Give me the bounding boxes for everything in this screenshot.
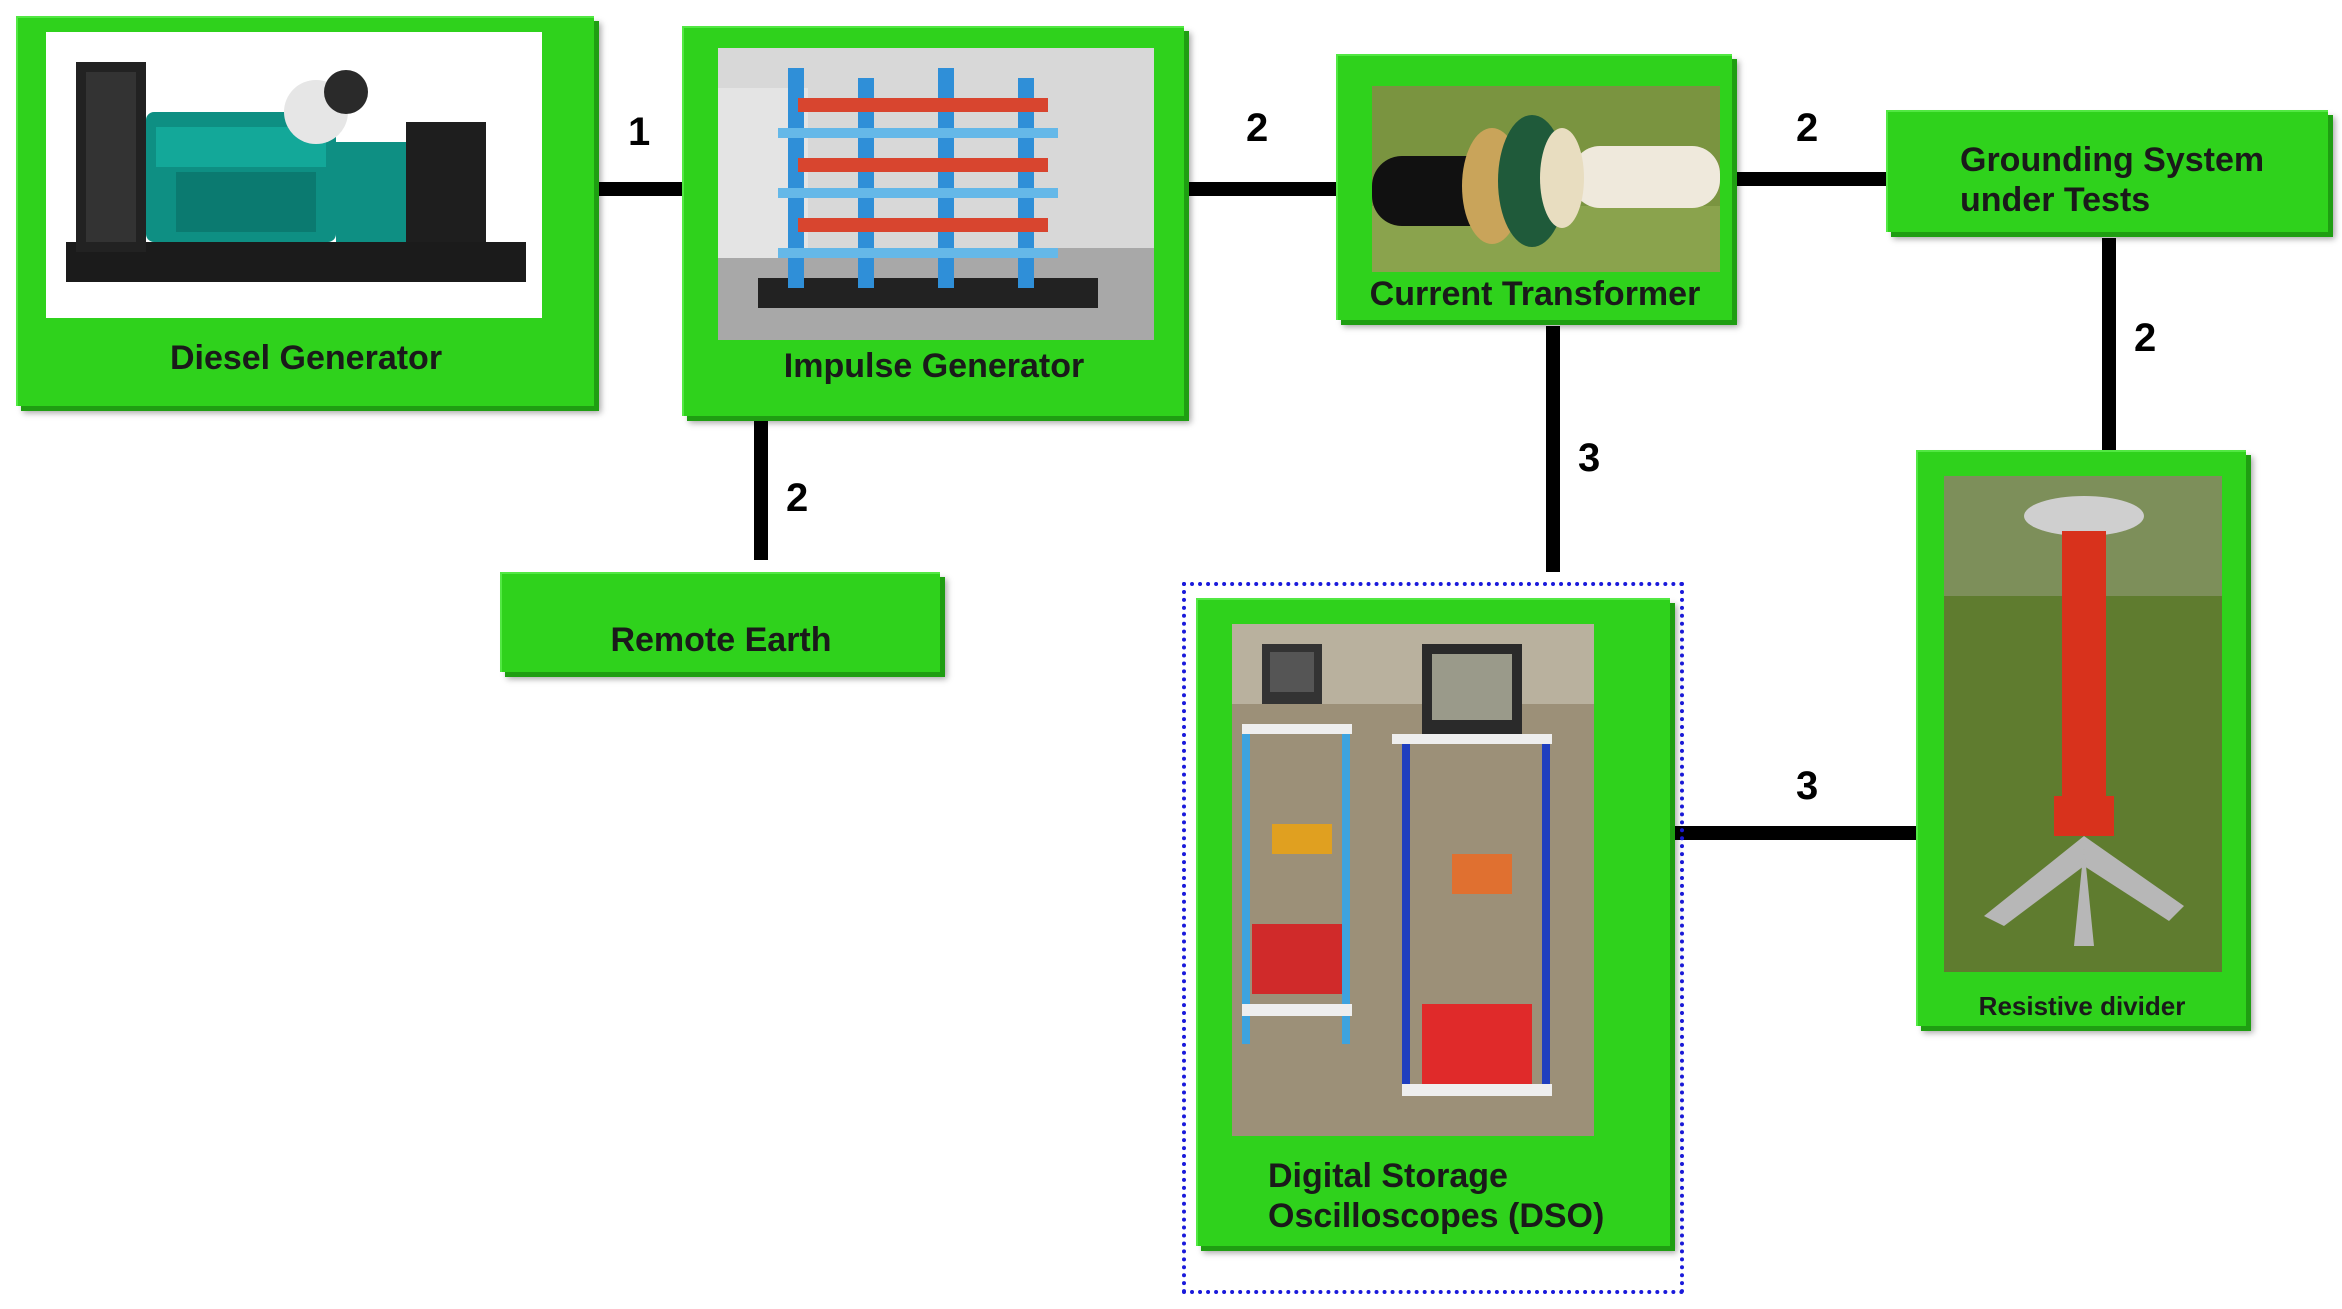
- diesel-generator-label: Diesel Generator: [169, 339, 443, 377]
- connection-number: 2: [2134, 316, 2157, 360]
- grounding-system-label-line1: Grounding System: [1960, 141, 2265, 179]
- dso-box: Digital Storage Oscilloscopes (DSO): [1196, 598, 1670, 1246]
- diesel-generator-photo: [46, 32, 542, 318]
- impulse-generator-illustration: [718, 48, 1154, 340]
- impulse-generator-label: Impulse Generator: [783, 347, 1085, 385]
- diesel-generator-box: Diesel Generator: [16, 16, 594, 406]
- wire-impulse-ct: [1184, 182, 1336, 196]
- connection-number: 3: [1578, 436, 1601, 480]
- dso-label-line2: Oscilloscopes (DSO): [1268, 1197, 1605, 1235]
- connection-number: 2: [1796, 106, 1819, 150]
- wire-ct-dso: [1546, 326, 1560, 572]
- impulse-generator-photo: [718, 48, 1154, 340]
- wire-dso-divider: [1670, 826, 1916, 840]
- impulse-generator-box: Impulse Generator: [682, 26, 1184, 416]
- wire-ct-grounding: [1732, 172, 1886, 186]
- current-transformer-box: Current Transformer: [1336, 54, 1732, 320]
- wire-grounding-divider: [2102, 238, 2116, 456]
- generator-illustration: [66, 62, 526, 282]
- connection-number: 2: [1246, 106, 1269, 150]
- current-transformer-label: Current Transformer: [1369, 275, 1701, 313]
- grounding-system-label-line2: under Tests: [1960, 181, 2151, 219]
- divider-illustration: [1944, 476, 2222, 972]
- grounding-system-box: Grounding System under Tests: [1886, 110, 2328, 232]
- wire-diesel-impulse: [580, 182, 684, 196]
- remote-earth-label: Remote Earth: [610, 621, 832, 659]
- remote-earth-box: Remote Earth: [500, 572, 940, 672]
- dso-photo: [1232, 624, 1594, 1136]
- connection-number: 2: [786, 476, 809, 520]
- connection-number: 3: [1796, 764, 1819, 808]
- resistive-divider-label: Resistive divider: [1978, 991, 2186, 1021]
- resistive-divider-photo: [1944, 476, 2222, 972]
- connection-number: 1: [628, 110, 651, 154]
- current-transformer-photo: [1372, 86, 1720, 272]
- dso-illustration: [1232, 624, 1594, 1136]
- dso-dotted-frame: [1182, 582, 1684, 1294]
- resistive-divider-box: Resistive divider: [1916, 450, 2246, 1026]
- wire-impulse-remote: [754, 420, 768, 560]
- dso-label-line1: Digital Storage: [1268, 1157, 1508, 1195]
- ct-illustration: [1372, 86, 1720, 272]
